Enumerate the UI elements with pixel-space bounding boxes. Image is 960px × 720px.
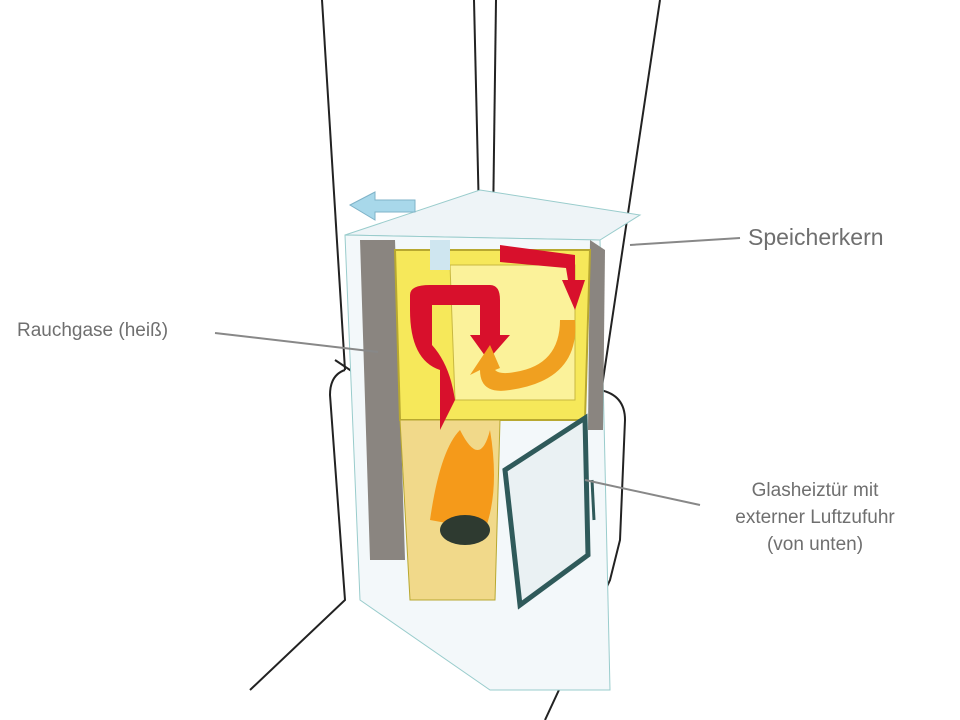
label-speicherkern: Speicherkern — [748, 224, 884, 250]
label-glasheiztuer-line1: Glasheiztür mit — [751, 480, 879, 501]
label-glasheiztuer-line2: externer Luftzufuhr — [735, 507, 895, 528]
label-glasheiztuer-line3: (von unten) — [766, 534, 864, 555]
air-channel — [430, 240, 450, 270]
glass-door — [502, 413, 591, 610]
label-rauchgase: Rauchgase (heiß) — [17, 320, 169, 341]
flame — [430, 430, 494, 530]
hot-gas-arrow — [410, 285, 510, 430]
firewood — [440, 515, 490, 545]
leader-lines — [214, 237, 741, 506]
insulation — [360, 240, 405, 560]
warm-gas-arrow — [470, 320, 576, 391]
label-glasheiztuer: Glasheiztür mit externer Luftzufuhr (von… — [700, 477, 930, 558]
casing-top — [344, 189, 642, 241]
air-outlet-arrow — [348, 191, 416, 221]
insulation-right — [588, 240, 605, 430]
door-handle — [590, 479, 596, 521]
hot-gas-arrow-top — [500, 245, 585, 310]
